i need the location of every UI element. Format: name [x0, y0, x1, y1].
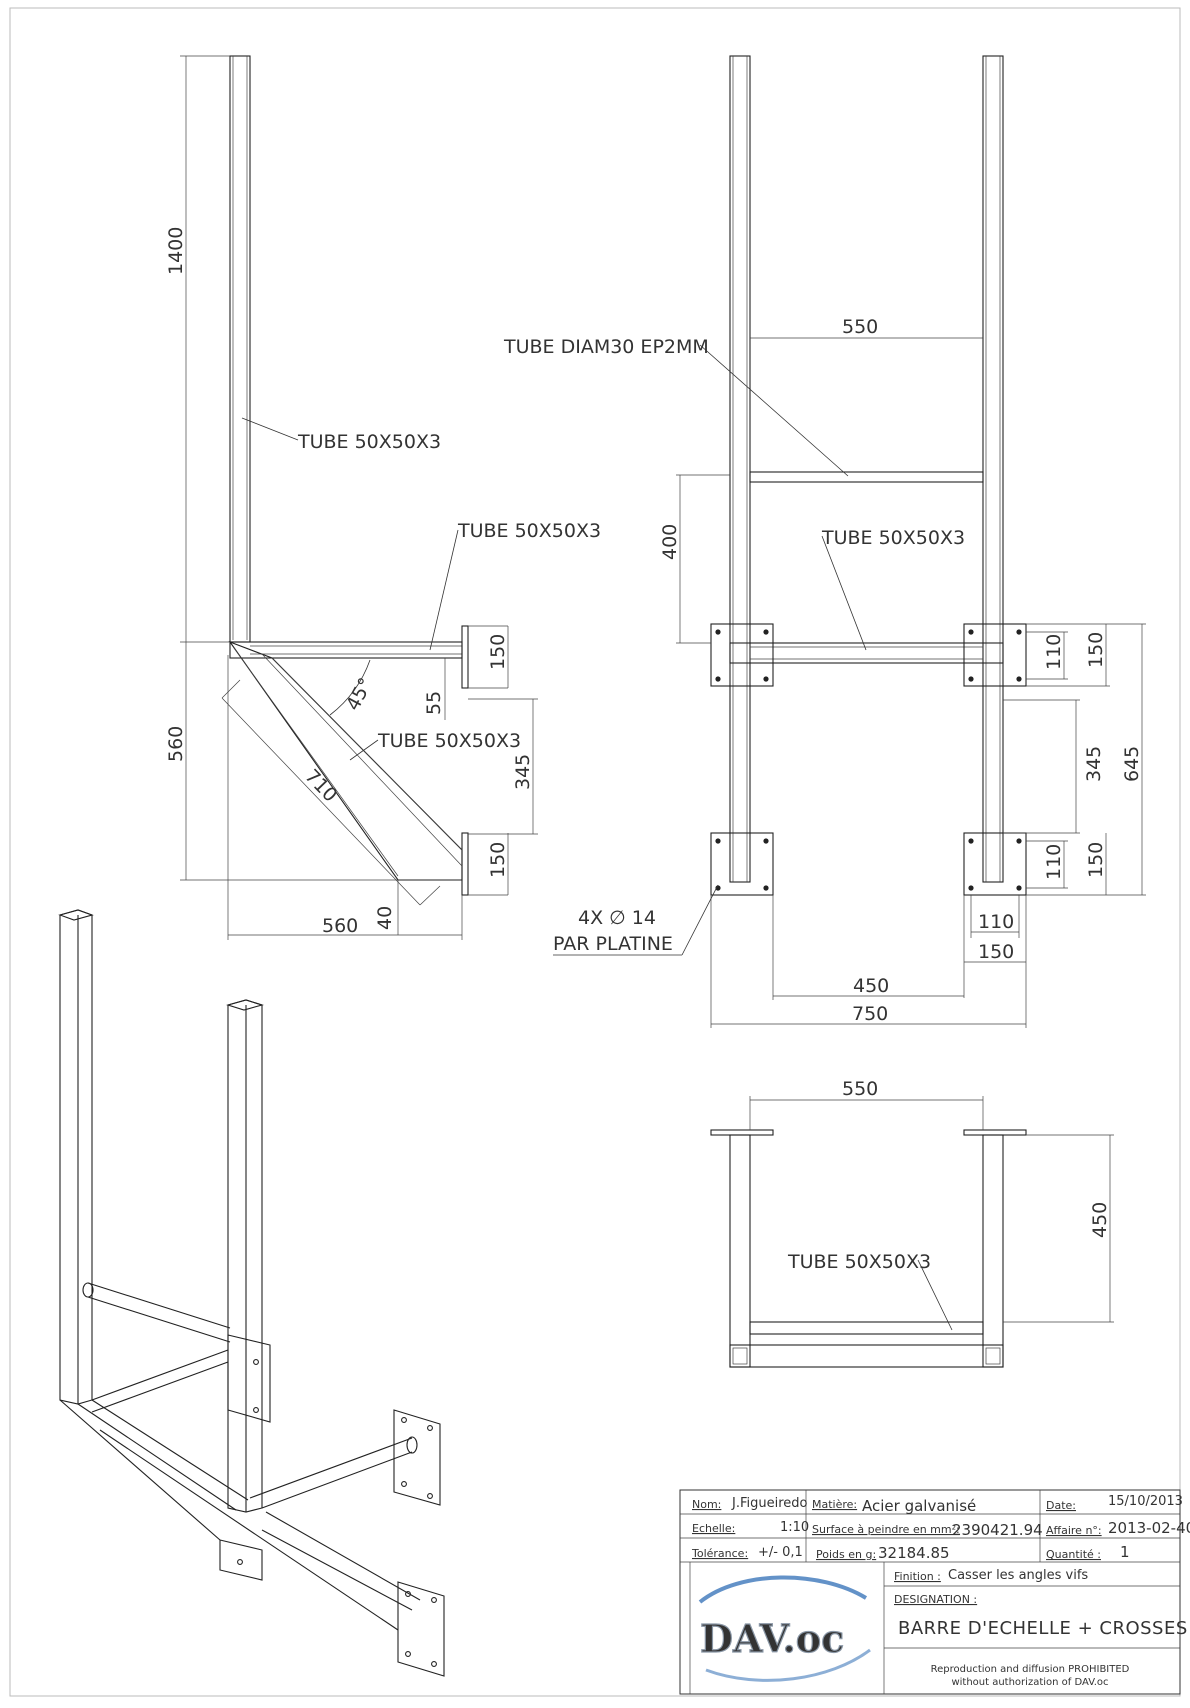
tb-tolerance-key: Tolérance: — [691, 1547, 748, 1560]
tb-designation-value: BARRE D'ECHELLE + CROSSES — [898, 1618, 1188, 1639]
front-view: 550 TUBE DIAM30 EP2MM 400 TUBE 50X50X3 1… — [503, 55, 1146, 1028]
side-brace — [228, 640, 463, 881]
tb-tolerance-value: +/- 0,1 — [758, 1545, 803, 1560]
logo-text: DAV.oc — [700, 1616, 844, 1661]
side-view: 1400 560 560 40 710 45° 55 150 345 150 — [165, 55, 601, 940]
front-plates — [710, 623, 1027, 896]
front-dim-150-horizontal: 150 — [978, 941, 1014, 963]
top-crossbar — [729, 1344, 1004, 1368]
top-dim-450: 450 — [1089, 1202, 1111, 1238]
tb-date-value: 15/10/2013 — [1108, 1494, 1183, 1509]
front-dim-750: 750 — [852, 1003, 888, 1025]
tb-echelle-value: 1:10 — [780, 1520, 809, 1535]
tb-nom-key: Nom: — [692, 1498, 721, 1511]
side-dim-45: 45° — [342, 674, 377, 714]
side-label-arm: TUBE 50X50X3 — [457, 520, 601, 542]
isometric-view — [58, 909, 445, 1677]
tb-notice-line-2: without authorization of DAV.oc — [951, 1677, 1108, 1688]
tb-nom-value: J.Figueiredo — [731, 1496, 808, 1511]
tb-affaire-key: Affaire n°: — [1046, 1524, 1102, 1537]
front-dim-110-horizontal: 110 — [978, 911, 1014, 933]
tb-finition-key: Finition : — [894, 1570, 941, 1583]
tb-echelle-key: Echelle: — [692, 1522, 735, 1535]
front-rung — [749, 471, 984, 483]
top-arm-left — [729, 1134, 751, 1368]
front-dim-150-bottom: 150 — [1085, 842, 1107, 878]
front-upright-right — [982, 55, 1004, 883]
front-dim-400: 400 — [659, 524, 681, 560]
side-dim-1400: 1400 — [165, 227, 187, 275]
tb-notice-line-1: Reproduction and diffusion PROHIBITED — [931, 1664, 1130, 1675]
side-dim-560-vertical: 560 — [165, 726, 187, 762]
side-dim-345: 345 — [512, 754, 534, 790]
tb-poids-value: 32184.85 — [878, 1544, 950, 1562]
side-dim-150-top: 150 — [487, 634, 509, 670]
front-hole-note-2: PAR PLATINE — [553, 933, 673, 955]
front-crossbar — [729, 642, 1004, 664]
side-plate-bottom — [461, 832, 469, 896]
side-dim-55: 55 — [423, 691, 445, 715]
front-label-rung: TUBE DIAM30 EP2MM — [503, 336, 709, 358]
title-block: Nom: J.Figueiredo Matière: Acier galvani… — [679, 1489, 1190, 1695]
front-dim-645: 645 — [1121, 746, 1143, 782]
side-plate-top — [461, 625, 469, 689]
side-dim-150-bottom: 150 — [487, 842, 509, 878]
top-rung — [749, 1321, 984, 1335]
top-dim-550: 550 — [842, 1078, 878, 1100]
tb-quantite-value: 1 — [1120, 1543, 1130, 1561]
tb-poids-key: Poids en g: — [816, 1548, 876, 1561]
top-label-tube: TUBE 50X50X3 — [787, 1251, 931, 1273]
front-upright-left — [729, 55, 751, 883]
front-dim-550: 550 — [842, 316, 878, 338]
davoc-logo: DAV.oc — [698, 1575, 871, 1682]
tb-designation-key: DESIGNATION : — [894, 1593, 977, 1606]
tb-surface-value: 2390421.94 — [952, 1521, 1043, 1539]
side-dim-560-horizontal: 560 — [322, 915, 358, 937]
front-dim-110-top: 110 — [1043, 634, 1065, 670]
front-dim-450: 450 — [853, 975, 889, 997]
tb-surface-key: Surface à peindre en mm²: — [812, 1523, 960, 1536]
side-label-upright: TUBE 50X50X3 — [297, 431, 441, 453]
front-dim-150-top: 150 — [1085, 632, 1107, 668]
top-arm-right — [982, 1134, 1004, 1368]
tb-affaire-value: 2013-02-40 — [1108, 1519, 1190, 1537]
sheet-border — [9, 7, 1181, 1697]
tb-matiere-value: Acier galvanisé — [862, 1497, 976, 1515]
tb-date-key: Date: — [1046, 1499, 1076, 1512]
tb-matiere-key: Matière: — [812, 1498, 857, 1511]
front-dim-110-bottom: 110 — [1043, 844, 1065, 880]
front-hole-note-1: 4X ∅ 14 — [578, 907, 656, 929]
side-label-brace: TUBE 50X50X3 — [377, 730, 521, 752]
tb-finition-value: Casser les angles vifs — [948, 1568, 1088, 1583]
front-dim-345: 345 — [1083, 746, 1105, 782]
side-dim-40: 40 — [374, 906, 396, 930]
front-label-crossbar: TUBE 50X50X3 — [821, 527, 965, 549]
top-view: 550 450 TUBE 50X50X3 — [710, 1078, 1114, 1368]
side-dim-710: 710 — [300, 765, 341, 806]
tb-quantite-key: Quantité : — [1046, 1548, 1101, 1561]
